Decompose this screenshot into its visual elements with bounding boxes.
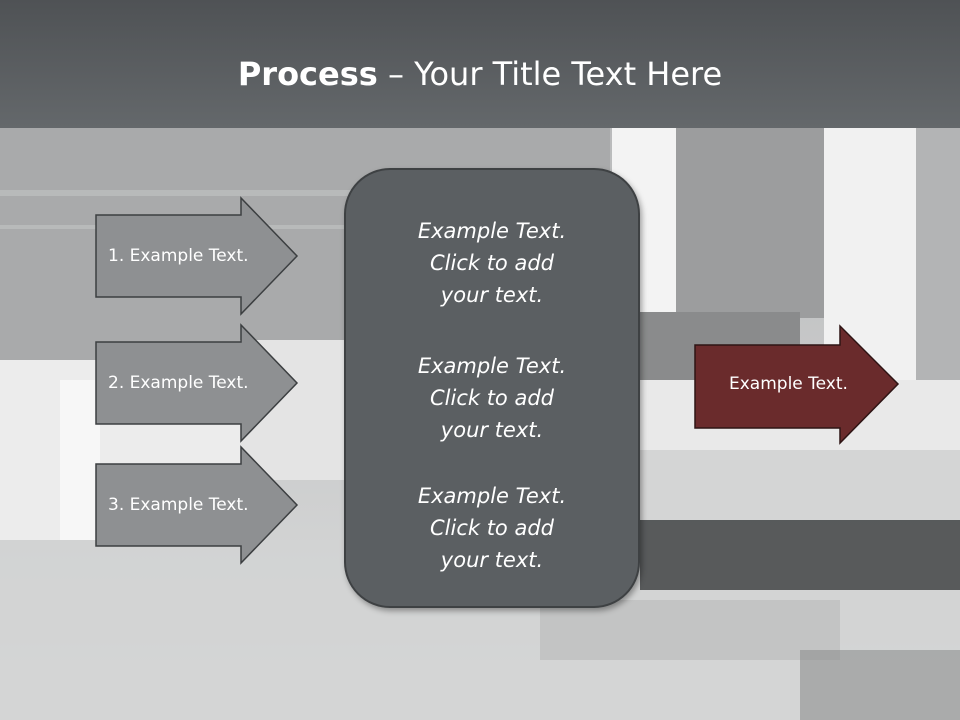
step-arrow-3[interactable]: 3. Example Text. bbox=[95, 445, 300, 565]
step-arrow-1[interactable]: 1. Example Text. bbox=[95, 196, 300, 316]
step-label-3: 3. Example Text. bbox=[108, 495, 249, 515]
center-block-2-line-1: Example Text. bbox=[417, 354, 567, 378]
result-arrow-shape bbox=[694, 324, 900, 445]
title-bar bbox=[0, 0, 960, 128]
center-block-2: Example Text. Click to add your text. bbox=[346, 350, 638, 446]
slide-title: Process – Your Title Text Here bbox=[0, 52, 960, 96]
step-arrow-2[interactable]: 2. Example Text. bbox=[95, 323, 300, 443]
step-label-2: 2. Example Text. bbox=[108, 373, 249, 393]
center-block-1: Example Text. Click to add your text. bbox=[346, 215, 638, 311]
center-block-2-line-3: your text. bbox=[440, 418, 544, 442]
result-label: Example Text. bbox=[729, 374, 848, 394]
center-block-3-line-2: Click to add bbox=[429, 516, 554, 540]
center-block-1-line-3: your text. bbox=[440, 283, 544, 307]
step-label-1: 1. Example Text. bbox=[108, 246, 249, 266]
title-rest: – Your Title Text Here bbox=[377, 55, 723, 93]
title-bold: Process bbox=[237, 55, 378, 93]
center-block-1-line-2: Click to add bbox=[429, 251, 554, 275]
center-block-2-line-2: Click to add bbox=[429, 386, 554, 410]
result-arrow[interactable]: Example Text. bbox=[694, 324, 901, 445]
arrow-shape-1 bbox=[95, 196, 299, 316]
arrow-shape-3 bbox=[95, 445, 299, 565]
center-block-3: Example Text. Click to add your text. bbox=[346, 480, 638, 576]
center-text-box[interactable]: Example Text. Click to add your text. Ex… bbox=[344, 168, 640, 608]
center-block-3-line-3: your text. bbox=[440, 548, 544, 572]
center-block-1-line-1: Example Text. bbox=[417, 219, 567, 243]
arrow-shape-2 bbox=[95, 323, 299, 443]
center-block-3-line-1: Example Text. bbox=[417, 484, 567, 508]
